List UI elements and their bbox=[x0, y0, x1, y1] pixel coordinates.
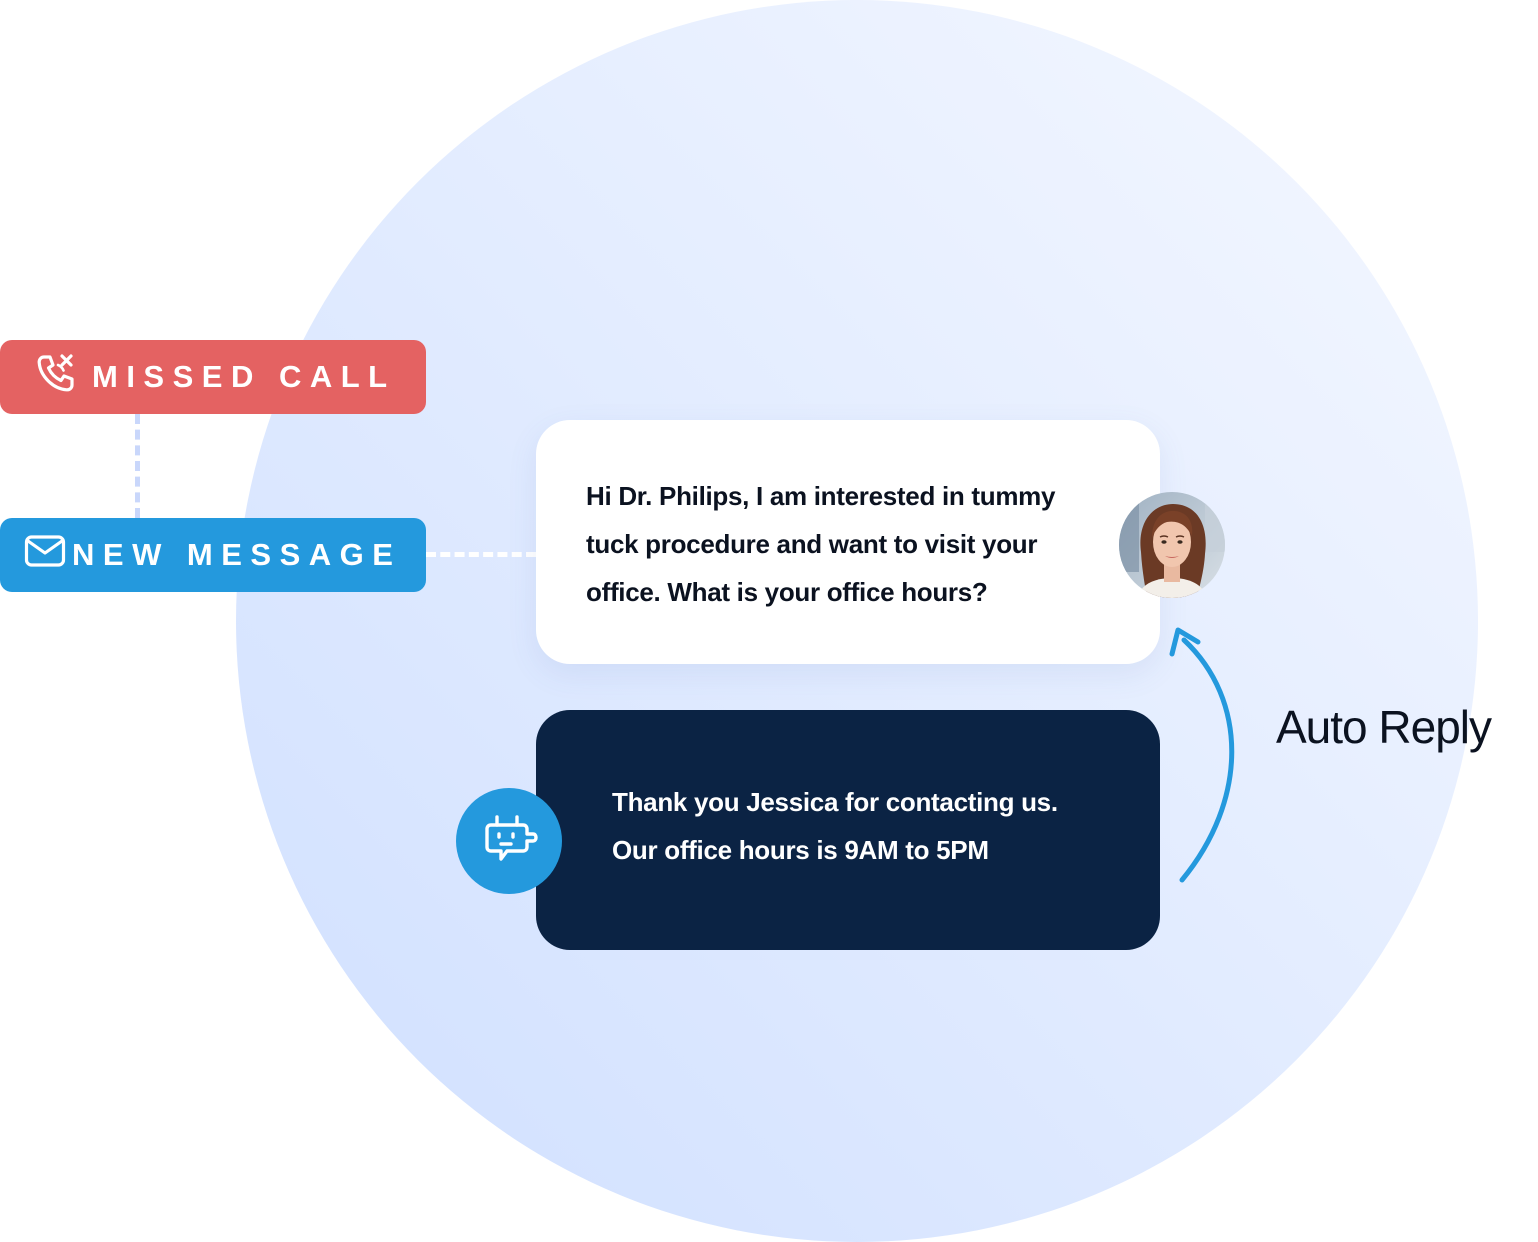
incoming-message-line: tuck procedure and want to visit your bbox=[586, 529, 1038, 559]
badge-connector-vertical bbox=[135, 414, 140, 518]
new-message-label: NEW MESSAGE bbox=[72, 537, 402, 572]
reply-message-line: Thank you Jessica for contacting us. bbox=[612, 787, 1058, 817]
incoming-message-bubble: Hi Dr. Philips, I am interested in tummy… bbox=[536, 420, 1160, 664]
auto-reply-label: Auto Reply bbox=[1276, 701, 1492, 753]
auto-reply-arrow bbox=[1169, 627, 1235, 883]
incoming-message-line: Hi Dr. Philips, I am interested in tummy bbox=[586, 481, 1056, 511]
robot-chat-icon bbox=[477, 807, 541, 876]
missed-call-label: MISSED CALL bbox=[92, 359, 396, 394]
customer-avatar bbox=[1119, 492, 1225, 598]
message-connector-horizontal bbox=[426, 552, 536, 557]
reply-message-line: Our office hours is 9AM to 5PM bbox=[612, 835, 989, 865]
incoming-message-line: office. What is your office hours? bbox=[586, 577, 988, 607]
new-message-badge: NEW MESSAGE bbox=[0, 518, 426, 592]
bot-avatar bbox=[456, 788, 562, 894]
envelope-icon bbox=[24, 534, 66, 576]
auto-reply-bubble: Thank you Jessica for contacting us. Our… bbox=[536, 710, 1160, 950]
missed-call-badge: MISSED CALL bbox=[0, 340, 426, 414]
phone-missed-icon bbox=[34, 351, 78, 403]
